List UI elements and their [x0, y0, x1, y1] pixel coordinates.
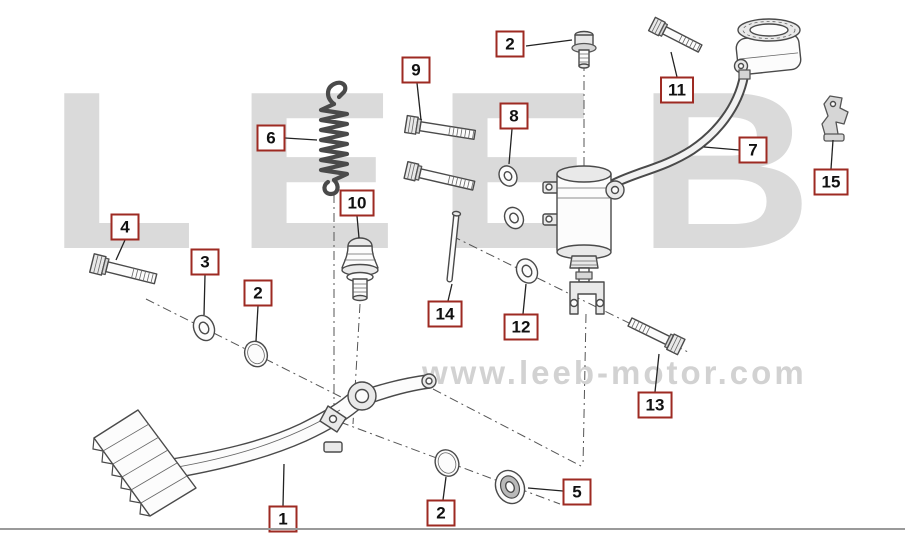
leader-line-11-1: [670, 51, 678, 78]
part-washer-3: [192, 314, 216, 342]
part-label-7-5: 7: [738, 136, 768, 164]
part-label-4-8: 4: [110, 213, 140, 241]
leader-line-4-8: [115, 239, 126, 261]
part-label-11-1: 11: [660, 76, 694, 104]
leader-line-5-14: [527, 487, 564, 492]
part-label-14-11: 14: [427, 300, 463, 328]
part-label-2-10: 2: [243, 279, 273, 307]
leader-line-2-10: [255, 305, 259, 342]
leader-line-1-16: [282, 463, 285, 507]
leader-line-6-3: [284, 137, 318, 141]
part-washer-8a: [498, 165, 518, 187]
leader-line-2-0: [525, 39, 573, 47]
leader-line-15-6: [830, 139, 834, 170]
part-mount-bolt-upper: [403, 114, 477, 141]
bottom-divider: [0, 528, 905, 530]
part-clevis-pin: [446, 210, 462, 283]
part-reservoir-bolt: [647, 16, 703, 53]
part-reservoir-hose: [608, 71, 749, 189]
leader-line-3-9: [203, 274, 206, 316]
part-hose-bracket: [821, 95, 849, 142]
part-oring-mid: [243, 340, 269, 368]
part-label-2-15: 2: [426, 499, 456, 527]
part-label-8-4: 8: [499, 102, 529, 130]
leader-line-7-5: [703, 146, 740, 151]
part-rubber-stopper: [341, 237, 379, 302]
part-return-spring: [318, 80, 350, 197]
part-brake-pedal: [92, 373, 437, 517]
part-pivot-bolt: [89, 253, 158, 285]
leader-line-2-15: [442, 476, 447, 501]
leader-line-14-11: [447, 283, 453, 302]
part-label-3-9: 3: [190, 248, 220, 276]
part-label-9-2: 9: [401, 56, 431, 84]
part-oring-bottom: [434, 449, 460, 477]
part-washer-8b: [503, 206, 525, 230]
part-mount-bolt-lower: [403, 161, 476, 191]
part-flange-bolt-top: [571, 30, 597, 69]
part-clevis-bolt: [627, 317, 686, 356]
leader-line-10-7: [356, 215, 360, 239]
part-master-cylinder: [542, 165, 625, 315]
leader-line-8-4: [508, 128, 513, 165]
part-label-6-3: 6: [256, 124, 286, 152]
part-label-15-6: 15: [813, 168, 849, 196]
part-label-10-7: 10: [339, 189, 375, 217]
part-washer-12: [515, 258, 539, 284]
leader-line-9-2: [416, 82, 422, 121]
leader-line-13-13: [654, 353, 660, 393]
part-label-12-12: 12: [503, 313, 539, 341]
part-label-5-14: 5: [562, 478, 592, 506]
part-seal-washer: [494, 469, 526, 505]
watermark-url: www.leeb-motor.com: [422, 354, 807, 391]
part-reservoir-tank: [733, 18, 802, 80]
part-label-13-13: 13: [637, 391, 673, 419]
leader-line-12-12: [522, 283, 527, 315]
part-label-2-0: 2: [495, 30, 525, 58]
